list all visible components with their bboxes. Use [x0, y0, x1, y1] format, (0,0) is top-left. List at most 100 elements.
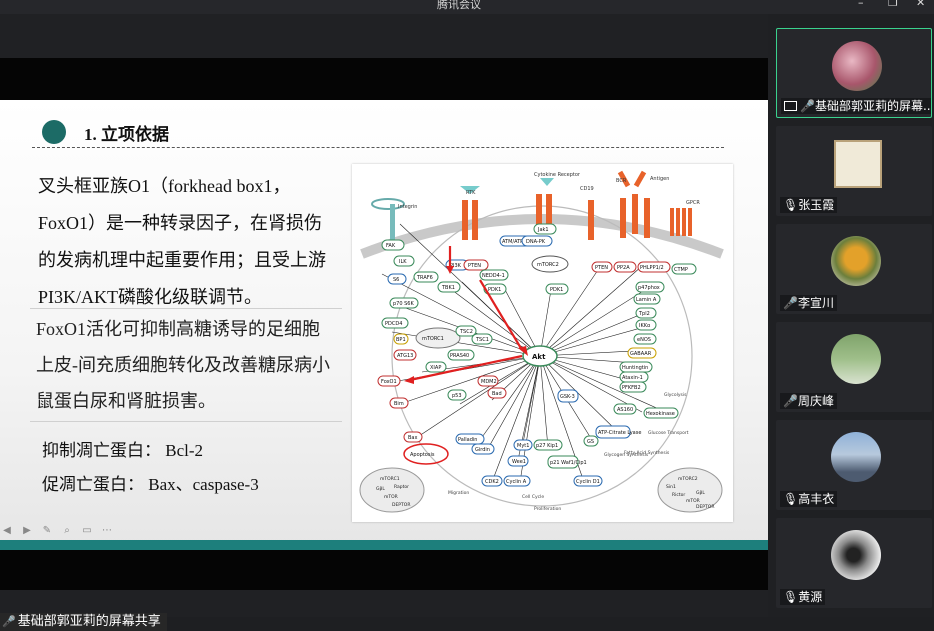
- label-rtk: RTK: [466, 190, 476, 196]
- node-hexokinase: Hexokinase: [646, 411, 675, 417]
- node-tbk1: TBK1: [441, 285, 455, 291]
- mic-muted-icon: 🎙: [783, 492, 799, 506]
- window-title: 腾讯会议: [437, 0, 481, 11]
- participant-name: 🎙高丰衣: [780, 491, 838, 507]
- heading-divider: [32, 147, 724, 148]
- node-pi3k: PI3K: [450, 263, 462, 269]
- label-antigen: Antigen: [650, 176, 669, 182]
- label-gpcr: GPCR: [686, 200, 700, 206]
- participant-name: 🎙黄源: [780, 589, 826, 605]
- minimize-icon[interactable]: –: [858, 0, 864, 9]
- node-huntingtin: Huntingtin: [622, 365, 648, 371]
- zoom-icon[interactable]: ⌕: [64, 525, 70, 536]
- node-traf6: TRAF6: [416, 275, 433, 281]
- node-dnapk: DNA-PK: [526, 239, 546, 245]
- node-xiap: XIAP: [430, 365, 441, 371]
- presentation-slide: 1. 立项依据 叉头框亚族O1（forkhead box1，FoxO1）是一种转…: [0, 100, 768, 548]
- slide-toolbar: ◀ ▶ ✎ ⌕ ▭ ⋯: [0, 525, 120, 541]
- node-enos: eNOS: [637, 337, 651, 343]
- slides-icon[interactable]: ▭: [82, 525, 92, 536]
- node-tsc1: TSC1: [475, 337, 489, 343]
- node-fak: FAK: [386, 243, 396, 249]
- participant-name: 🎤基础部郭亚莉的屏幕...: [781, 98, 931, 114]
- avatar: [832, 41, 882, 91]
- mic-icon: 🎤: [2, 615, 16, 628]
- heading-bullet-icon: [42, 120, 66, 144]
- node-p47: p47phox: [638, 285, 660, 291]
- node-jak1: Jak1: [537, 227, 549, 233]
- mic-icon: 🎤: [800, 99, 815, 113]
- more-icon[interactable]: ⋯: [102, 525, 112, 536]
- participant-tile[interactable]: 🎤周庆峰: [776, 322, 932, 412]
- label-proliferation: Proliferation: [534, 506, 561, 512]
- complex-sin1: Sin1: [666, 484, 676, 490]
- participant-tile[interactable]: 🎙黄源: [776, 518, 932, 608]
- node-cyclina: Cyclin A: [506, 479, 527, 485]
- node-p27: p27 Kip1: [536, 443, 558, 449]
- node-myt1: Myt1: [517, 443, 529, 449]
- mic-icon: 🎤: [783, 296, 798, 310]
- avatar: [831, 334, 881, 384]
- complex-mtor2: mTOR: [686, 498, 700, 504]
- node-bad: Bad: [492, 391, 502, 397]
- slide-heading: 1. 立项依据: [84, 125, 169, 144]
- node-ataxin: Ataxin-1: [622, 375, 643, 381]
- node-wee1: Wee1: [512, 459, 526, 465]
- letterbox-bottom: [0, 550, 768, 590]
- maximize-icon[interactable]: ❐: [888, 0, 898, 9]
- participant-tile[interactable]: 🎤基础部郭亚莉的屏幕...: [776, 28, 932, 118]
- participant-tile[interactable]: 🎙高丰衣: [776, 420, 932, 510]
- node-pp2a: PP2A: [617, 265, 630, 271]
- complex-gbl: GβL: [376, 486, 385, 492]
- node-girdin: Girdin: [475, 447, 490, 453]
- close-icon[interactable]: ✕: [916, 0, 926, 9]
- node-ctmp: CTMP: [674, 267, 688, 273]
- node-atg13: ATG13: [397, 353, 413, 359]
- complex-deptor: DEPTOR: [392, 502, 410, 508]
- node-bim: Bim: [394, 401, 404, 407]
- anti-apoptosis-line: 抑制凋亡蛋白： Bcl-2: [42, 441, 204, 460]
- pro-apoptosis-line: 促凋亡蛋白： Bax、caspase-3: [42, 475, 259, 494]
- label-cell-cycle: Cell Cycle: [522, 494, 544, 500]
- label-cd19: CD19: [580, 186, 594, 192]
- next-slide-icon[interactable]: ▶: [23, 525, 31, 536]
- avatar: [831, 236, 881, 286]
- node-cyclind1: Cyclin D1: [576, 479, 600, 485]
- node-mdm2: MDM2: [481, 379, 497, 385]
- complex-deptor2: DEPTOR: [696, 504, 714, 510]
- node-gs: GS: [587, 439, 594, 445]
- complex-raptor: Raptor: [394, 484, 409, 490]
- mic-muted-icon: 🎙: [783, 198, 799, 212]
- window-titlebar: 腾讯会议 – ❐ ✕: [0, 0, 934, 14]
- participant-tile[interactable]: 🎤李宣川: [776, 224, 932, 314]
- label-migration: Migration: [448, 490, 469, 496]
- complex-mtor: mTOR: [384, 494, 398, 500]
- akt-pathway-diagram: Integrin RTK Cytokine Receptor CD19 BCR …: [352, 164, 733, 522]
- node-bp1: BP1: [396, 337, 406, 343]
- label-fatty: Fatty Acid Synthesis: [624, 450, 670, 456]
- label-glycogen: Glycogen Synthesis: [604, 452, 649, 458]
- shared-screen-stage: 1. 立项依据 叉头框亚族O1（forkhead box1，FoxO1）是一种转…: [0, 14, 768, 631]
- node-p21: p21 Waf1/Cip1: [550, 460, 587, 466]
- letterbox-top: [0, 58, 768, 100]
- node-pfkfb2: PFKFB2: [622, 385, 641, 391]
- mic-icon: 🎤: [783, 394, 798, 408]
- avatar: [831, 432, 881, 482]
- intro-paragraph: 叉头框亚族O1（forkhead box1，FoxO1）是一种转录因子，在肾损伤…: [38, 176, 326, 307]
- node-pdk1b: PDK1: [550, 287, 563, 293]
- screen-share-label: 🎤基础部郭亚莉的屏幕共享: [0, 613, 167, 631]
- participants-sidebar: 🎤基础部郭亚莉的屏幕... 🎙张玉霞 🎤李宣川 🎤周庆峰 🎙高丰衣 🎙黄源: [768, 14, 934, 617]
- node-pdk1: PDK1: [488, 287, 501, 293]
- label-bcr: BCR: [616, 178, 627, 184]
- complex-rictor: Rictor: [672, 492, 685, 498]
- prev-slide-icon[interactable]: ◀: [3, 525, 11, 536]
- node-as160: AS160: [617, 407, 633, 413]
- pen-icon[interactable]: ✎: [42, 525, 52, 536]
- participant-tile[interactable]: 🎙张玉霞: [776, 126, 932, 216]
- complex-mtorc1: mTORC1: [380, 476, 400, 482]
- node-nedd4: NEDD4-1: [482, 273, 505, 279]
- participant-name: 🎤周庆峰: [780, 393, 837, 409]
- mic-muted-icon: 🎙: [783, 590, 799, 604]
- screen-share-label-text: 基础部郭亚莉的屏幕共享: [17, 614, 161, 629]
- participant-name: 🎤李宣川: [780, 295, 837, 311]
